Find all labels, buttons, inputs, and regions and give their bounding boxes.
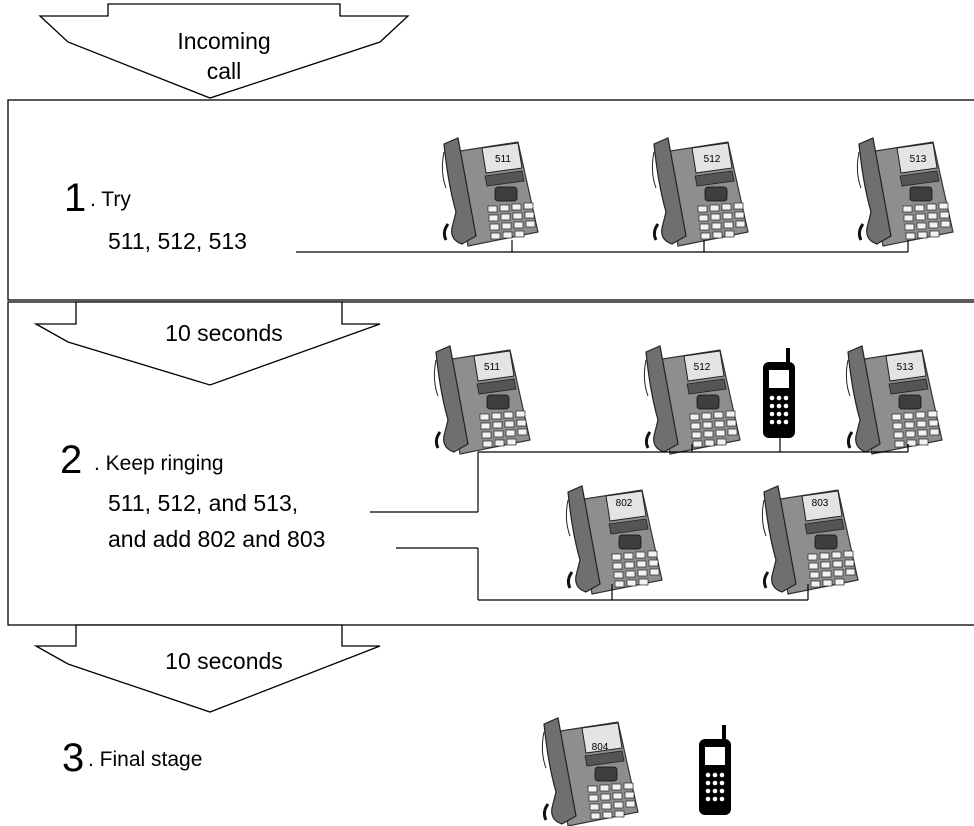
extension-label: 512 bbox=[694, 362, 711, 373]
desk-phone-icon bbox=[564, 484, 664, 596]
extension-label: 511 bbox=[495, 154, 511, 165]
mobile-phone-icon bbox=[699, 725, 731, 815]
desk-phone-icon bbox=[642, 344, 742, 456]
stage-1-detail: 511, 512, 513 bbox=[108, 228, 247, 254]
extension-label: 804 bbox=[592, 742, 609, 753]
desk-phone-icon bbox=[540, 716, 640, 826]
extension-label: 803 bbox=[812, 498, 829, 509]
desk-phone-icon bbox=[440, 136, 540, 248]
stage-1-connector bbox=[296, 240, 909, 253]
extension-label: 802 bbox=[616, 498, 633, 509]
mobile-phone-icon bbox=[763, 348, 795, 438]
stage-2-detail-line-2: and add 802 and 803 bbox=[108, 526, 326, 552]
stage-2-detail-line-1: 511, 512, and 513, bbox=[108, 490, 299, 516]
stage-2-number: 2 bbox=[60, 438, 83, 482]
extension-labels: 511 512 513 511 512 513 802 803 804 bbox=[484, 154, 927, 753]
extension-label: 513 bbox=[897, 362, 914, 373]
desk-phone-icon bbox=[844, 344, 944, 456]
stage-3-title: . Final stage bbox=[88, 748, 203, 771]
stage-2-box bbox=[7, 301, 974, 626]
desk-phone-icon bbox=[432, 344, 532, 456]
incoming-call-label: Incoming call bbox=[177, 28, 271, 84]
delay-1-arrow bbox=[33, 301, 381, 386]
stage-2-title: . Keep ringing bbox=[94, 452, 224, 475]
desk-phone-icon bbox=[760, 484, 860, 596]
incoming-call-arrow bbox=[38, 3, 410, 99]
stage-2-connector bbox=[370, 438, 909, 601]
extension-label: 513 bbox=[910, 154, 927, 165]
extension-label: 512 bbox=[704, 154, 721, 165]
delay-1-label: 10 seconds bbox=[165, 320, 283, 346]
delay-2-label: 10 seconds bbox=[165, 648, 283, 674]
desk-phone-icon bbox=[855, 136, 955, 248]
delay-2-arrow bbox=[33, 624, 381, 713]
desk-phone-icon bbox=[650, 136, 750, 248]
stage-3-number: 3 bbox=[62, 736, 85, 780]
stage-1-number: 1 bbox=[64, 176, 87, 220]
stage-1-box bbox=[7, 99, 974, 301]
extension-label: 511 bbox=[484, 362, 500, 373]
stage-1-title: . Try bbox=[90, 188, 131, 211]
